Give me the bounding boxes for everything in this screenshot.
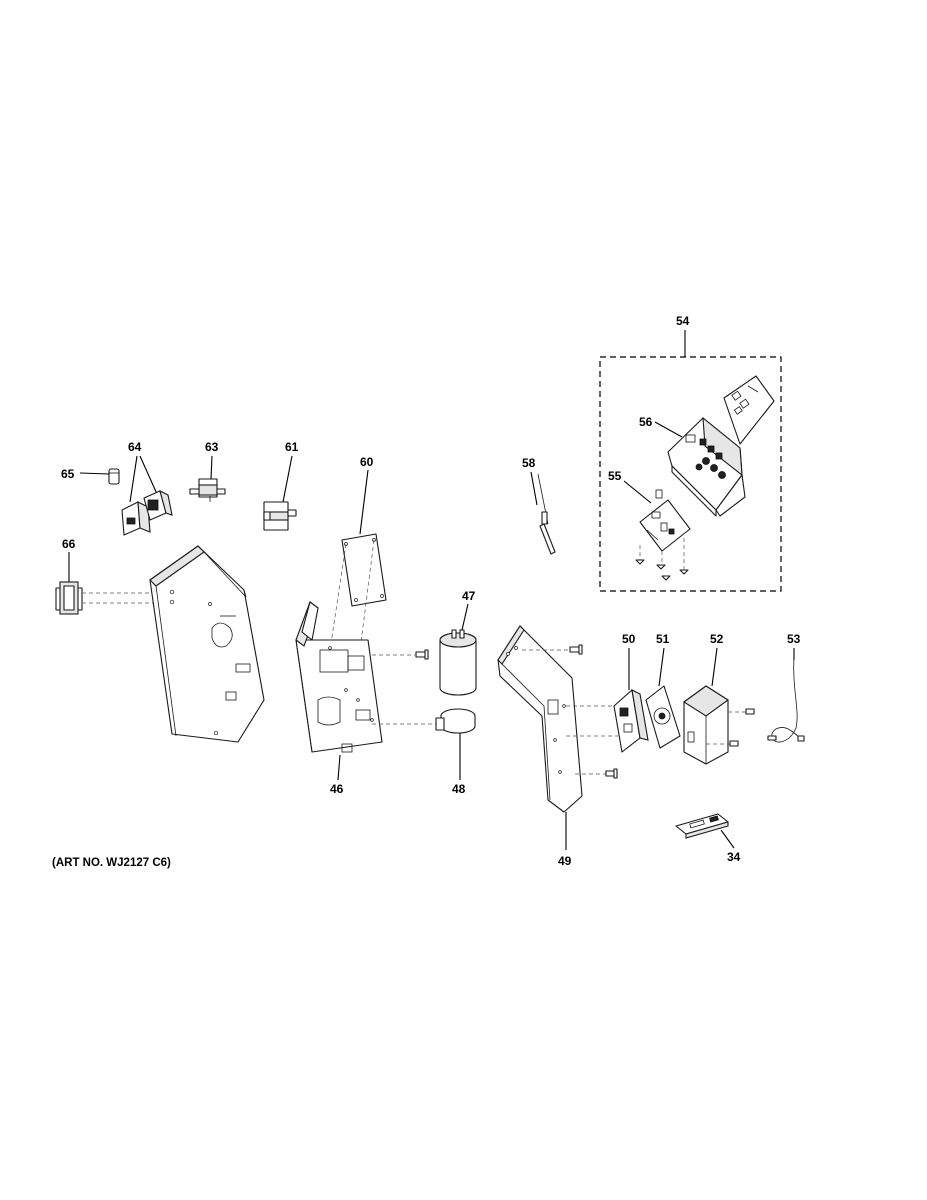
electrical-box-46 — [295, 601, 436, 753]
leader-51 — [658, 647, 665, 687]
callout-52: 52 — [710, 632, 724, 646]
leader-52 — [711, 647, 718, 687]
thermistor-58 — [537, 473, 556, 555]
leader-63 — [210, 455, 213, 480]
plate-60 — [329, 533, 387, 667]
relay-box-50 — [566, 689, 649, 753]
leader-65 — [79, 472, 110, 475]
callout-60: 60 — [360, 455, 374, 469]
control-box-bracket — [149, 545, 265, 743]
callout-55: 55 — [608, 469, 622, 483]
transformer-66 — [55, 581, 168, 615]
leader-46 — [337, 754, 341, 781]
relay-63 — [189, 478, 226, 502]
callout-56: 56 — [639, 415, 653, 429]
screw-52 — [745, 708, 755, 715]
leader-60 — [359, 469, 369, 535]
screw-52-lower — [729, 740, 739, 747]
callout-34: 34 — [727, 850, 741, 864]
leader-61 — [282, 455, 293, 503]
remote-control-34 — [675, 813, 729, 839]
cover-52 — [683, 685, 755, 765]
callout-48: 48 — [452, 782, 466, 796]
callout-64: 64 — [128, 440, 142, 454]
art-number-label: (ART NO. WJ2127 C6) — [52, 857, 171, 869]
callout-53: 53 — [787, 632, 801, 646]
callout-66: 66 — [62, 537, 76, 551]
leader-34 — [720, 829, 735, 849]
leader-58 — [530, 471, 538, 506]
callout-63: 63 — [205, 440, 219, 454]
callout-58: 58 — [522, 456, 536, 470]
relay-64-left — [121, 501, 151, 536]
control-board-55 — [635, 489, 691, 581]
relay-61 — [263, 501, 297, 531]
fuse-65 — [108, 468, 120, 485]
control-label-sheet — [723, 375, 775, 445]
leader-55 — [623, 480, 652, 504]
capacitor-strap-48 — [435, 708, 476, 734]
leader-47 — [461, 603, 469, 631]
screw-46 — [415, 649, 429, 660]
leader-64b — [139, 455, 158, 495]
leader-56 — [654, 421, 683, 438]
screw-49-bottom — [605, 768, 618, 779]
callout-46: 46 — [330, 782, 344, 796]
wire-harness-53 — [767, 655, 805, 743]
callout-51: 51 — [656, 632, 670, 646]
relay-64-right — [143, 489, 173, 521]
callout-50: 50 — [622, 632, 636, 646]
capacitor-47 — [439, 629, 477, 696]
bracket-49 — [497, 625, 618, 813]
screw-49-top — [569, 644, 583, 655]
leader-64a — [129, 455, 138, 503]
callout-54: 54 — [676, 314, 690, 328]
control-panel-56 — [667, 416, 746, 517]
callout-65: 65 — [61, 467, 75, 481]
assembly-54-dashed-box — [599, 356, 782, 592]
plate-51 — [645, 685, 681, 749]
callout-49: 49 — [558, 854, 572, 868]
callout-47: 47 — [462, 589, 476, 603]
callout-61: 61 — [285, 440, 299, 454]
